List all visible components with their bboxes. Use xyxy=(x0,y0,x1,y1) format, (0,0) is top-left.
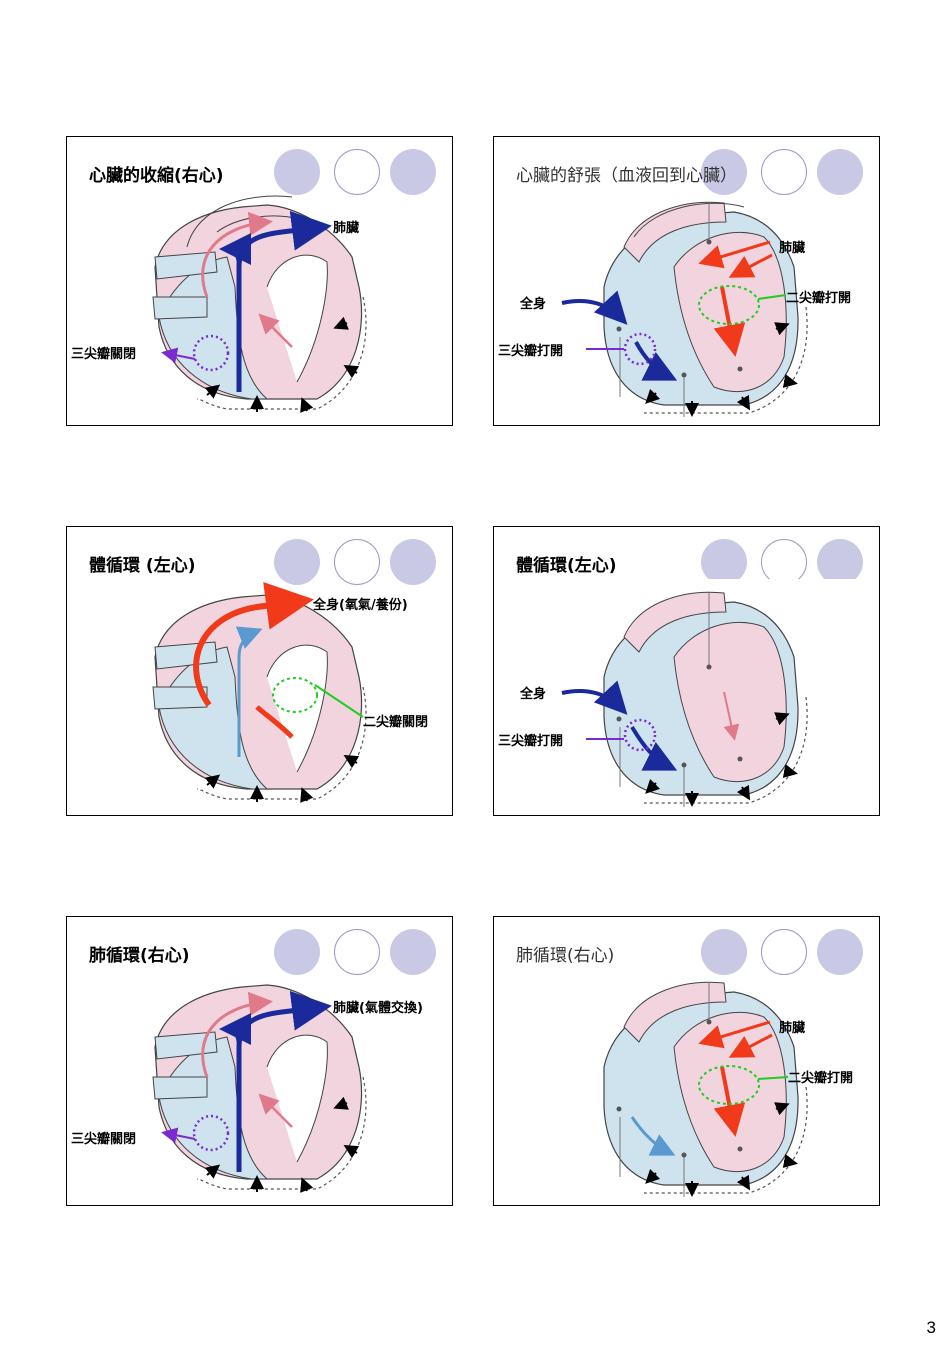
label-lung: 肺臟(氣體交換) xyxy=(333,1000,423,1016)
slide-4: 體循環(左心) 全身 三尖瓣打開 xyxy=(493,526,880,816)
slide-1: 心臟的收縮(右心) 肺臟 三尖瓣關閉 xyxy=(66,136,453,426)
slide-title: 心臟的舒張（血液回到心臟） xyxy=(516,161,737,186)
slide-title: 心臟的收縮(右心) xyxy=(89,161,224,186)
label-tricuspid: 三尖瓣打開 xyxy=(498,733,563,749)
slide-2: 心臟的舒張（血液回到心臟） xyxy=(493,136,880,426)
label-tricuspid: 三尖瓣關閉 xyxy=(71,346,136,362)
slide-6: 肺循環(右心) 肺臟 二尖瓣打開 xyxy=(493,916,880,1206)
label-lung: 肺臟 xyxy=(333,220,359,236)
heart-outline xyxy=(604,202,807,417)
label-mitral: 二尖瓣打開 xyxy=(786,290,851,306)
label-tricuspid: 三尖瓣關閉 xyxy=(71,1131,136,1147)
label-body: 全身 xyxy=(519,296,546,312)
slide-title: 體循環 (左心) xyxy=(89,551,195,576)
heart-outline xyxy=(604,592,807,807)
label-body: 全身(氧氣/養份) xyxy=(312,597,408,613)
slide-title: 肺循環(右心) xyxy=(89,941,190,966)
label-lung: 肺臟 xyxy=(779,1020,805,1036)
slide-title: 體循環(左心) xyxy=(516,551,617,576)
label-mitral: 二尖瓣關閉 xyxy=(363,714,428,730)
label-mitral: 二尖瓣打開 xyxy=(788,1070,853,1086)
label-lung: 肺臟 xyxy=(779,240,805,256)
label-body: 全身 xyxy=(519,686,546,702)
slide-5: 肺循環(右心) 肺臟(氣體交換) 三尖瓣關閉 xyxy=(66,916,453,1206)
label-tricuspid: 三尖瓣打開 xyxy=(498,343,563,359)
slide-title: 肺循環(右心) xyxy=(516,941,614,966)
heart-outline xyxy=(604,982,807,1197)
page-number: 3 xyxy=(927,1318,936,1338)
slide-3: 體循環 (左心) 全身(氧氣/養份) 二尖瓣關閉 xyxy=(66,526,453,816)
